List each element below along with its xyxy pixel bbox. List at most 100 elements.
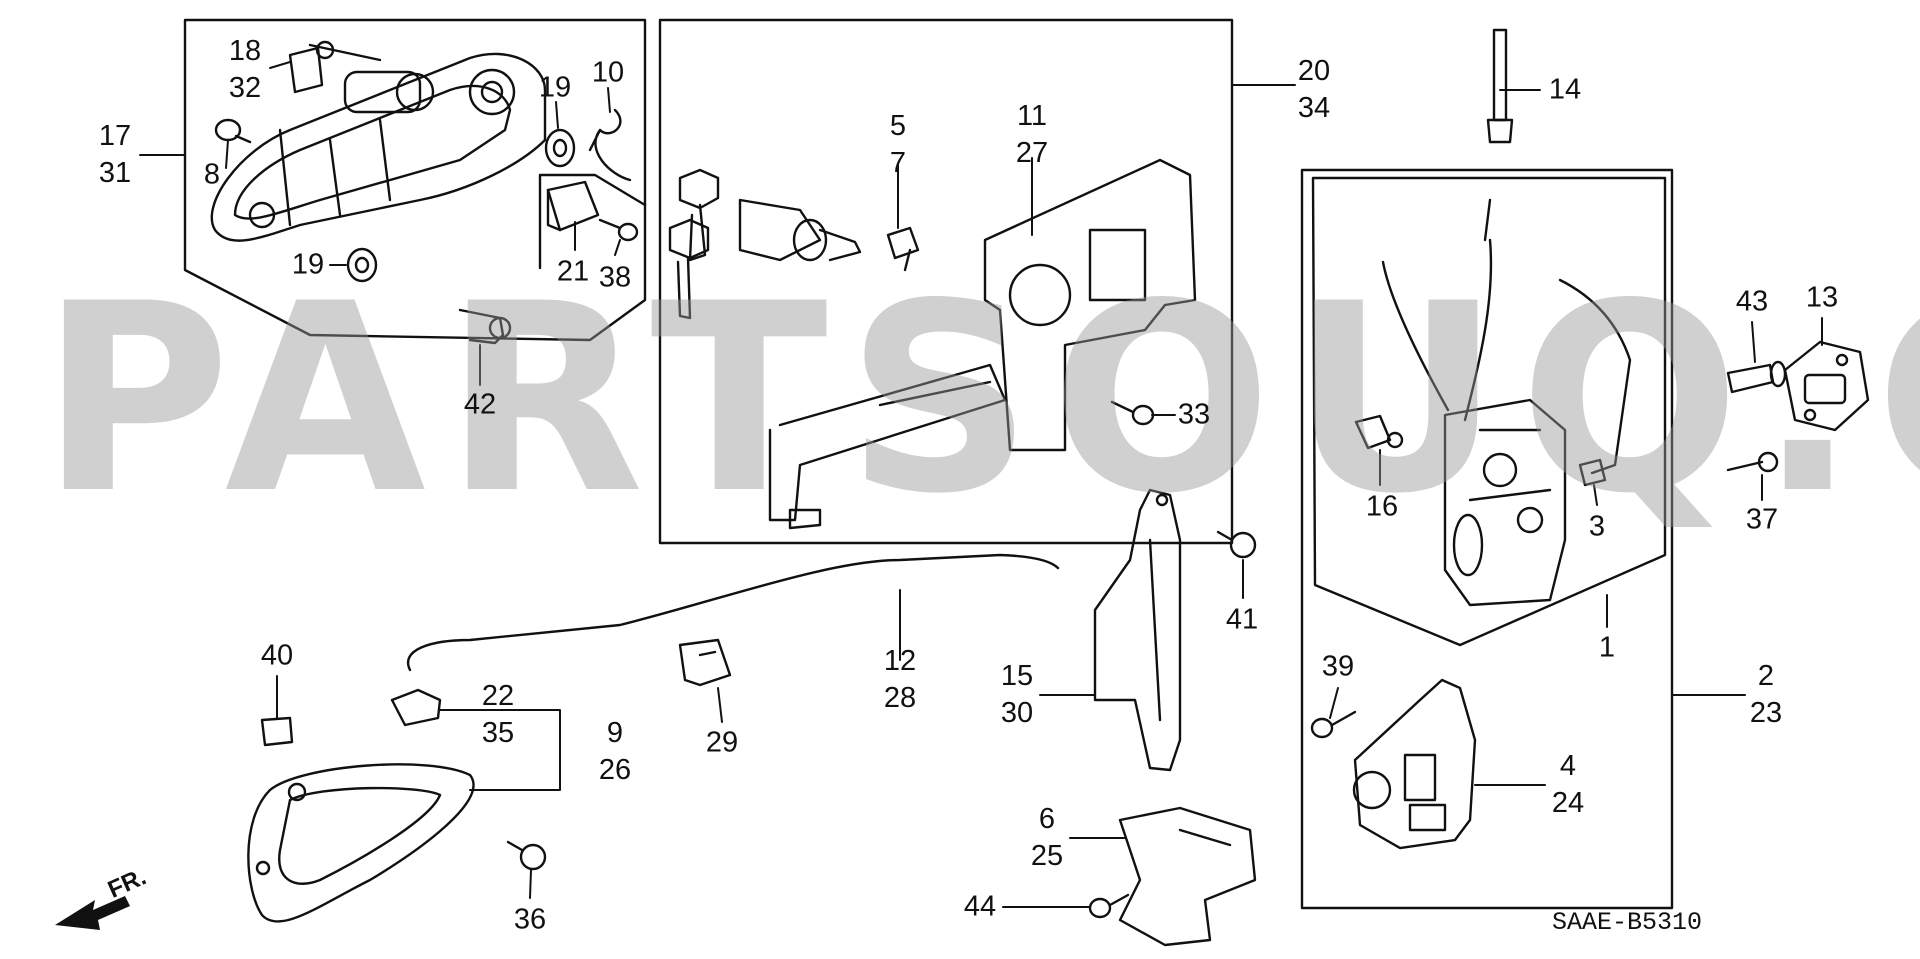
callout-41[interactable]: 41: [1226, 602, 1258, 639]
callout-number: 19: [291, 248, 325, 281]
callout-number: 11: [1016, 100, 1048, 132]
callout-13[interactable]: 13: [1806, 280, 1838, 317]
callout-number: 10: [591, 56, 625, 89]
lock-protector-plate: [983, 158, 1197, 452]
rod-12: [406, 553, 1060, 672]
callout-number: 9: [606, 717, 624, 749]
callout-8[interactable]: 8: [204, 157, 220, 194]
callout-21[interactable]: 21: [557, 254, 589, 291]
spring-10: [588, 108, 632, 182]
callout-number: 13: [1805, 281, 1839, 314]
grommet-19-bottom: [346, 247, 378, 283]
callout-3[interactable]: 3: [1589, 509, 1605, 546]
callout-number: 37: [1745, 503, 1779, 536]
callout-number: 1: [1598, 631, 1616, 664]
callout-number: 34: [1297, 92, 1331, 124]
group-outline-latch: [1311, 176, 1667, 647]
leader-lines: [139, 61, 1823, 908]
callout-number: 24: [1551, 787, 1585, 819]
callout-number: 41: [1225, 603, 1259, 636]
callout-number: 15: [1000, 660, 1034, 692]
clip-18: [288, 40, 382, 94]
callout-number: 7: [889, 147, 907, 179]
callout-number: 35: [481, 717, 515, 749]
callout-number: 17: [98, 120, 132, 152]
callout-33[interactable]: 33: [1178, 397, 1210, 434]
callout-number: 25: [1030, 840, 1064, 872]
callout-number: 38: [598, 261, 632, 294]
screw-43: [1726, 360, 1787, 394]
callout-number: 3: [1588, 510, 1606, 543]
clip-5: [886, 226, 920, 272]
callout-14[interactable]: 14: [1549, 72, 1581, 109]
callout-19a[interactable]: 19: [539, 70, 571, 107]
outer-handle-assembly: [210, 52, 547, 242]
callout-number: 14: [1548, 73, 1582, 106]
bolt-42: [458, 308, 512, 345]
callout-44[interactable]: 44: [964, 889, 996, 926]
latch-rods: [1381, 198, 1632, 475]
lock-cylinder: [738, 198, 862, 262]
callout-number: 26: [598, 754, 632, 786]
callout-number: 6: [1038, 803, 1056, 835]
actuator-4: [1352, 678, 1477, 850]
clip-22: [390, 688, 442, 727]
inside-handle-15: [1093, 488, 1182, 772]
latch-body: [1443, 398, 1567, 607]
pin-14: [1486, 28, 1514, 144]
striker-13: [1783, 340, 1870, 432]
callout-19b[interactable]: 19: [292, 247, 324, 284]
callout-10[interactable]: 10: [592, 55, 624, 92]
front-direction-arrow: [55, 896, 130, 930]
callout-number: 22: [481, 680, 515, 712]
callout-29[interactable]: 29: [706, 725, 738, 762]
callout-37[interactable]: 37: [1746, 502, 1778, 539]
callout-number: 29: [705, 726, 739, 759]
callout-39[interactable]: 39: [1322, 649, 1354, 686]
callout-38[interactable]: 38: [599, 260, 631, 297]
inside-handle-9: [247, 763, 475, 923]
callout-43[interactable]: 43: [1736, 284, 1768, 321]
callout-1[interactable]: 1: [1599, 630, 1615, 667]
callout-number: 4: [1559, 750, 1577, 782]
callout-16[interactable]: 16: [1366, 489, 1398, 526]
callout-number: 31: [98, 157, 132, 189]
callout-number: 39: [1321, 650, 1355, 683]
callout-number: 23: [1749, 697, 1783, 729]
callout-number: 18: [228, 35, 262, 67]
clip-40: [260, 716, 294, 747]
clip-41: [1216, 530, 1257, 559]
key-set: [668, 168, 720, 320]
callout-number: 20: [1297, 55, 1331, 87]
callout-number: 42: [463, 388, 497, 421]
callout-number: 21: [556, 255, 590, 288]
screw-36: [506, 840, 547, 871]
callout-number: 30: [1000, 697, 1034, 729]
screw-8: [214, 118, 252, 144]
screw-37: [1726, 451, 1779, 473]
cap-21: [546, 180, 600, 232]
grommet-19-top: [544, 128, 576, 168]
callout-42[interactable]: 42: [464, 387, 496, 424]
callout-number: 33: [1177, 398, 1211, 431]
group-outline-door-lock: [1300, 168, 1674, 910]
screw-39: [1310, 710, 1357, 739]
screw-38: [598, 218, 639, 242]
clip-3: [1578, 458, 1607, 487]
callout-36[interactable]: 36: [514, 902, 546, 939]
callout-40[interactable]: 40: [261, 638, 293, 675]
